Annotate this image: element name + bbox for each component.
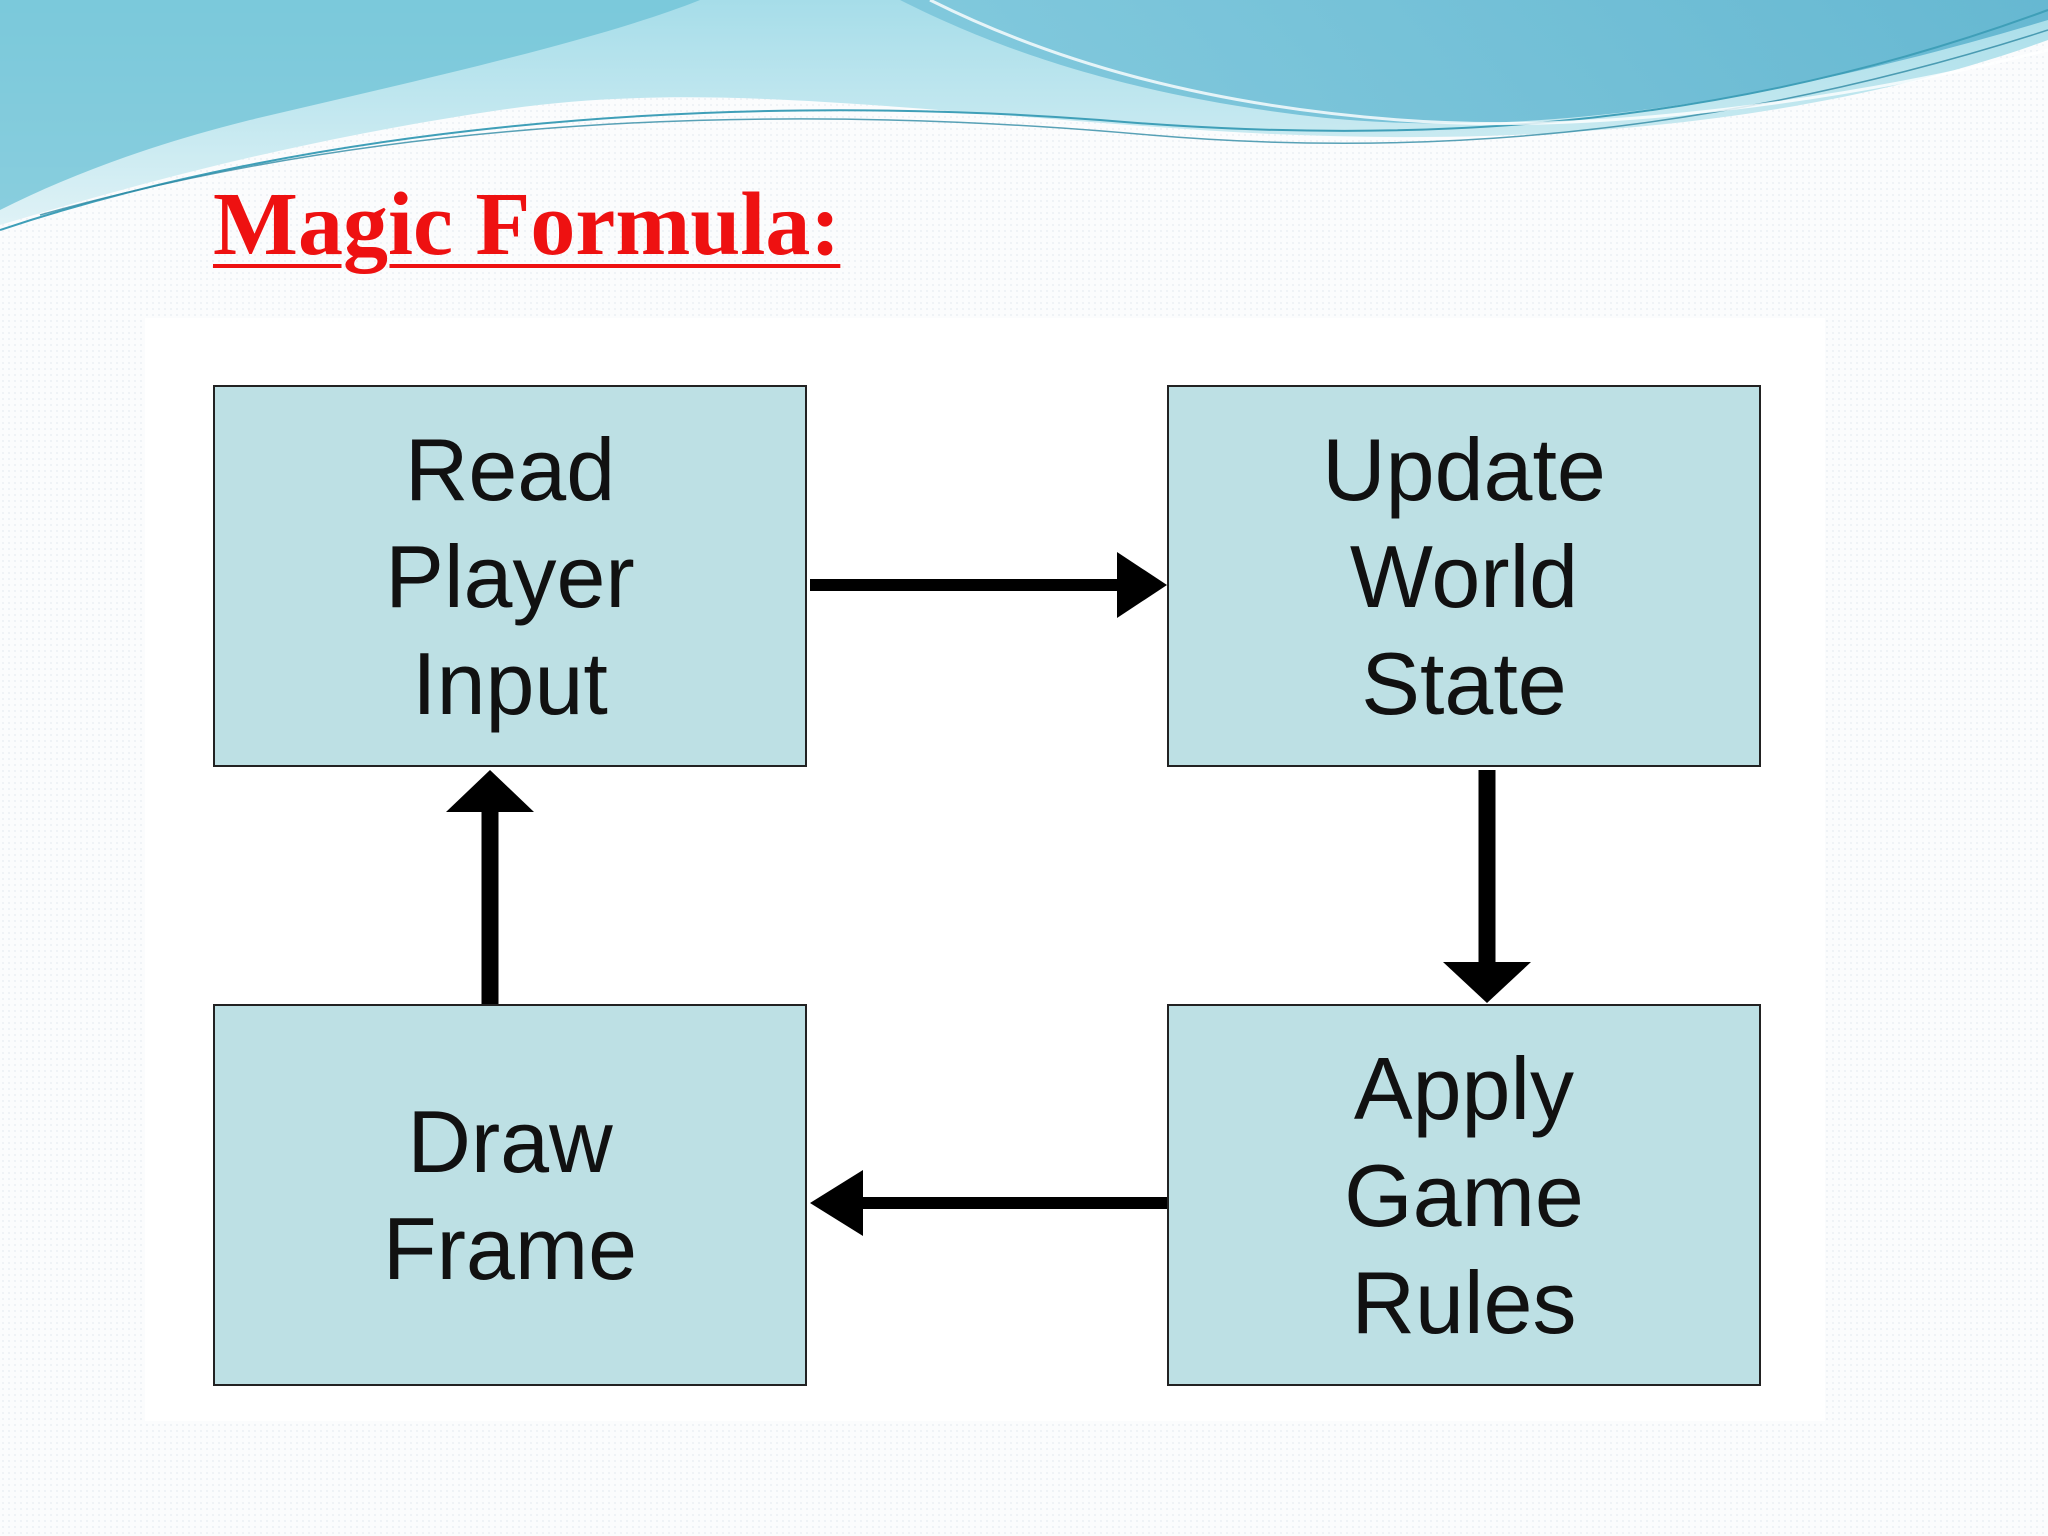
slide-title: Magic Formula: [213,175,841,274]
read-player-input-label: Read Player Input [385,419,635,733]
update-world-state-box: Update World State [1167,385,1761,767]
header-wave-decoration [0,0,2048,231]
draw-frame-box: Draw Frame [213,1004,807,1386]
apply-game-rules-label: Apply Game Rules [1344,1038,1584,1352]
draw-frame-label: Draw Frame [382,1092,638,1298]
apply-game-rules-box: Apply Game Rules [1167,1004,1761,1386]
read-player-input-box: Read Player Input [213,385,807,767]
update-world-state-label: Update World State [1322,419,1606,733]
